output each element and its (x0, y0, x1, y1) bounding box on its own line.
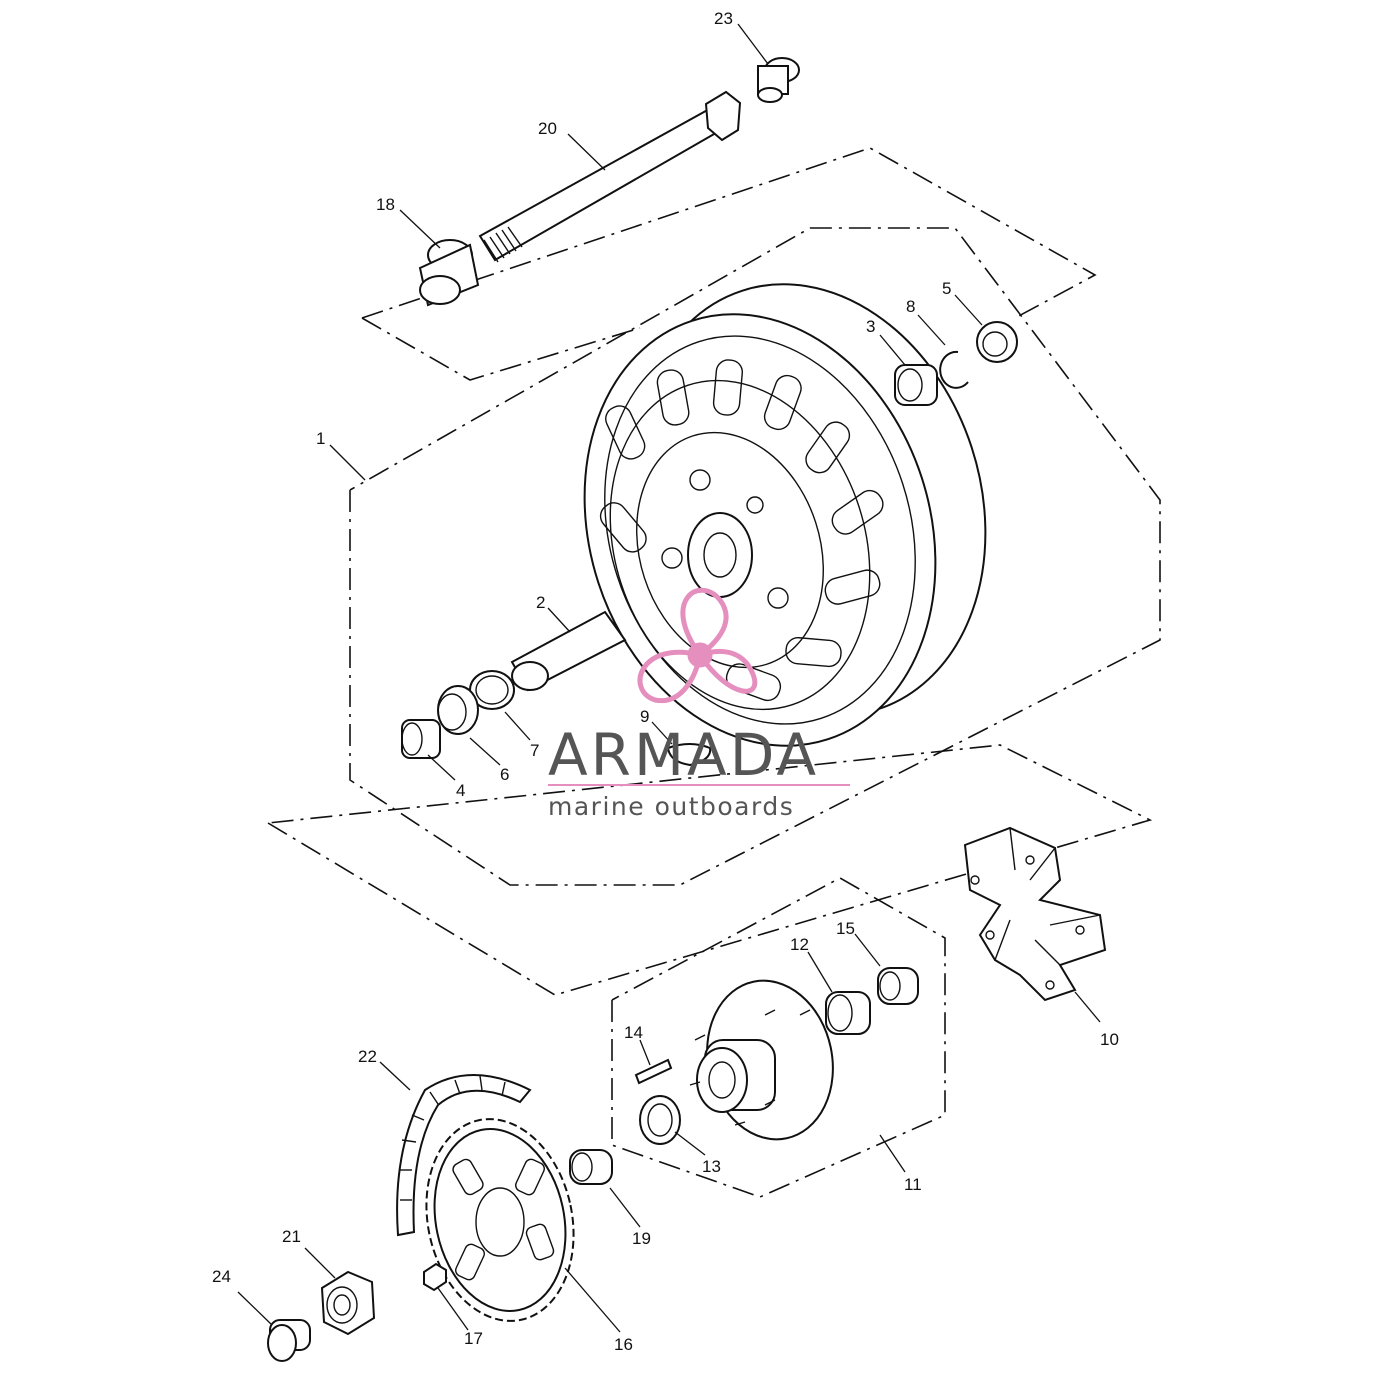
part-20-axle (478, 90, 742, 263)
callout-11: 11 (904, 1175, 922, 1194)
callout-labels: 23 20 18 1 2 3 8 5 9 7 6 4 10 12 15 14 1… (212, 9, 1119, 1354)
part-1-wheel (583, 283, 987, 747)
armada-watermark: ARMADA marine outboards (548, 587, 850, 821)
callout-23: 23 (714, 9, 733, 28)
callout-19: 19 (632, 1229, 651, 1248)
part-17-nut (423, 1262, 447, 1292)
part-4-bearing (401, 719, 441, 759)
callout-13: 13 (702, 1157, 721, 1176)
frame-wheel (349, 227, 1161, 886)
part-14-stud (634, 1058, 673, 1085)
frame-hub-assembly (267, 744, 1153, 996)
part-6-spacer (437, 685, 479, 735)
part-9-weight (666, 743, 712, 767)
propeller-logo-icon (637, 587, 758, 704)
callout-22: 22 (358, 1047, 377, 1066)
part-3-bearing (894, 364, 938, 406)
part-5-seal (976, 321, 1018, 363)
part-19-collar (569, 1149, 613, 1185)
callout-14: 14 (624, 1023, 643, 1042)
callout-10: 10 (1100, 1030, 1119, 1049)
part-22-chain (396, 1074, 532, 1237)
frame-axle-group-lower (361, 317, 641, 381)
callout-1: 1 (316, 429, 325, 448)
part-10-damper (963, 826, 1107, 1002)
callout-24: 24 (212, 1267, 231, 1286)
callout-16: 16 (614, 1335, 633, 1354)
callout-5: 5 (942, 279, 951, 298)
brand-name: ARMADA (548, 721, 819, 789)
callout-4: 4 (456, 781, 465, 800)
callout-8: 8 (906, 297, 915, 316)
callout-9: 9 (640, 707, 649, 726)
part-2-spacer (510, 610, 627, 692)
part-16-sprocket (425, 1118, 575, 1322)
callout-18: 18 (376, 195, 395, 214)
wheel-spokes (599, 359, 884, 702)
callout-6: 6 (500, 765, 509, 784)
callout-3: 3 (866, 317, 875, 336)
callout-12: 12 (790, 935, 809, 954)
assembly-frames (267, 147, 1161, 1198)
part-8-circlip (939, 350, 969, 389)
part-24-cap (267, 1319, 311, 1362)
part-11-hub (689, 979, 834, 1141)
part-13-seal (639, 1095, 681, 1145)
callout-7: 7 (530, 741, 539, 760)
callout-15: 15 (836, 919, 855, 938)
callout-17: 17 (464, 1329, 483, 1348)
part-18-collar (418, 239, 480, 307)
frame-axle-group (361, 147, 1097, 319)
part-12-bearing (825, 991, 871, 1035)
part-23-cap (757, 57, 800, 103)
callout-21: 21 (282, 1227, 301, 1246)
part-15-collar (877, 967, 919, 1005)
brand-tagline: marine outboards (548, 792, 794, 821)
leader-lines (237, 23, 1101, 1333)
callout-20: 20 (538, 119, 557, 138)
callout-2: 2 (536, 593, 545, 612)
part-21-axle-nut (320, 1270, 376, 1336)
